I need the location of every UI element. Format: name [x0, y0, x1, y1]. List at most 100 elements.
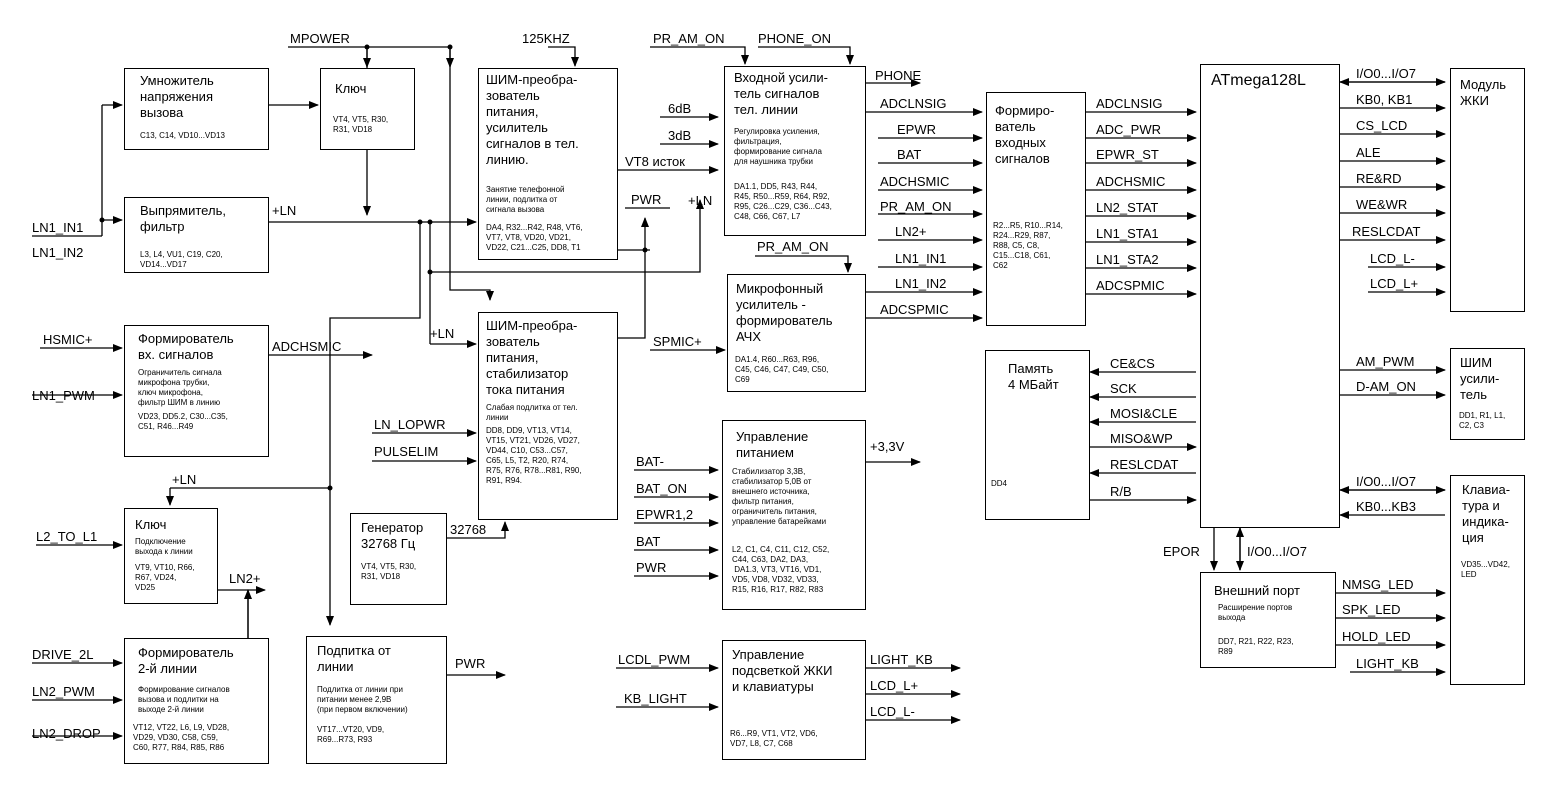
block-title: Выпрямитель, фильтр: [140, 203, 226, 234]
label-ln1in1-left: LN1_IN1: [32, 220, 83, 235]
block-title: Входной усили- тель сигналов тел. линии: [734, 70, 828, 117]
label-io-kb: I/O0...I/O7: [1356, 474, 1416, 489]
label-pr-am-on: PR_AM_ON: [880, 199, 952, 214]
label-hsmic: HSMIC+: [43, 332, 92, 347]
label-sh-adc-pwr: ADC_PWR: [1096, 122, 1161, 137]
block-title: Формирователь вх. сигналов: [138, 331, 234, 362]
block-desc: Слабая подлитка от тел. линии: [486, 403, 578, 422]
block-rectifier: Выпрямитель, фильтр L3, L4, VU1, C19, C2…: [124, 197, 269, 273]
block-parts: VT17...VT20, VD9, R69...R73, R93: [317, 725, 385, 744]
label-ln1-in1: LN1_IN1: [895, 251, 946, 266]
label-vt8: VT8 исток: [625, 154, 685, 169]
block-parts: DD8, DD9, VT13, VT14, VT15, VT21, VD26, …: [486, 426, 582, 485]
block-title: ШИМ-преобра- зователь питания, стабилиза…: [486, 318, 578, 397]
block-parts: R6...R9, VT1, VT2, VD6, VD7, L8, C7, C68: [730, 729, 818, 748]
label-sh-adchsmic: ADCHSMIC: [1096, 174, 1165, 189]
block-parts: VT4, VT5, R30, R31, VD18: [333, 115, 389, 134]
label-lcdlm: LCD_L-: [1370, 251, 1415, 266]
label-adchsmic-out: ADCHSMIC: [272, 339, 341, 354]
block-title: Ключ: [135, 517, 167, 532]
label-rerd: RE&RD: [1356, 171, 1402, 186]
label-plusln-r: +LN: [688, 193, 712, 208]
label-nmsg: NMSG_LED: [1342, 577, 1414, 592]
block-desc: Подлитка от линии при питании менее 2,9В…: [317, 685, 408, 714]
label-ln-lopwr: LN_LOPWR: [374, 417, 446, 432]
block-pwm-amplifier: ШИМ усили- тель DD1, R1, L1, C2, C3: [1450, 348, 1525, 440]
block-key1: Ключ VT4, VT5, R30, R31, VD18: [320, 68, 415, 150]
block-desc: Формирование сигналов вызова и подлитки …: [138, 685, 230, 714]
label-sh-adcspmic: ADCSPMIC: [1096, 278, 1165, 293]
label-phone: PHONE: [875, 68, 922, 83]
block-line-feed: Подпитка от линии Подлитка от линии при …: [306, 636, 447, 764]
block-generator: Генератор 32768 Гц VT4, VT5, R30, R31, V…: [350, 513, 447, 605]
block-title: Клавиа- тура и индика- ция: [1462, 482, 1511, 545]
block-title: Память 4 МБайт: [1008, 361, 1059, 392]
label-spmic: SPMIC+: [653, 334, 702, 349]
label-pwr2: PWR: [636, 560, 666, 575]
label-reslcdat: RESLCDAT: [1352, 224, 1420, 239]
label-rb: R/B: [1110, 484, 1132, 499]
label-pr-am-on-mic: PR_AM_ON: [757, 239, 829, 254]
label-mpower: MPOWER: [290, 31, 350, 46]
block-parts: DD1, R1, L1, C2, C3: [1459, 411, 1506, 430]
label-ln1-in2: LN1_IN2: [895, 276, 946, 291]
block-multiplier: Умножитель напряжения вызова C13, C14, V…: [124, 68, 269, 150]
block-title: Внешний порт: [1214, 583, 1300, 598]
block-title: Генератор 32768 Гц: [361, 520, 424, 551]
block-parts: VD35...VD42, LED: [1461, 560, 1510, 579]
block-parts: VD23, DD5.2, C30...C35, C51, R46...R49: [138, 412, 228, 431]
block-title: Формирователь 2-й линии: [138, 645, 234, 676]
block-parts: VT4, VT5, R30, R31, VD18: [361, 562, 417, 581]
block-title: Модуль ЖКИ: [1460, 77, 1507, 108]
block-parts: L3, L4, VU1, C19, C20, VD14...VD17: [140, 250, 223, 269]
label-spk: SPK_LED: [1342, 602, 1401, 617]
label-3db: 3dB: [668, 128, 691, 143]
label-kb03: KB0...KB3: [1356, 499, 1416, 514]
block-desc: Подключение выхода к линии: [135, 537, 193, 556]
block-parts: DA4, R32...R42, R48, VT6, VT7, VT8, VD20…: [486, 223, 583, 252]
block-desc: Занятие телефонной линии, подлитка от си…: [486, 185, 565, 214]
block-line2-shaper: Формирователь 2-й линии Формирование сиг…: [124, 638, 269, 764]
block-input-shaper: Формиро- ватель входных сигналов R2...R5…: [986, 92, 1086, 326]
block-parts: DA1.1, DD5, R43, R44, R45, R50...R59, R6…: [734, 182, 832, 221]
label-sh-ln1-sta2: LN1_STA2: [1096, 252, 1159, 267]
block-power-control: Управление питанием Стабилизатор 3,3В, с…: [722, 420, 866, 610]
label-reslcdat2: RESLCDAT: [1110, 457, 1178, 472]
label-wewr: WE&WR: [1356, 197, 1407, 212]
block-title: Ключ: [335, 81, 367, 96]
block-title: ATmega128L: [1211, 72, 1306, 89]
label-bat2: BAT: [636, 534, 660, 549]
block-memory: Память 4 МБайт DD4: [985, 350, 1090, 520]
block-key2: Ключ Подключение выхода к линии VT9, VT1…: [124, 508, 218, 604]
label-io-ext: I/O0...I/O7: [1247, 544, 1307, 559]
label-am-pwm: AM_PWM: [1356, 354, 1415, 369]
label-sh-ln2-stat: LN2_STAT: [1096, 200, 1158, 215]
label-l2-to-l1: L2_TO_L1: [36, 529, 97, 544]
block-pwm-converter-1: ШИМ-преобра- зователь питания, усилитель…: [478, 68, 618, 260]
label-pwr-out: PWR: [455, 656, 485, 671]
block-mic-amplifier: Микрофонный усилитель - формирователь АЧ…: [727, 274, 866, 392]
block-title: Подпитка от линии: [317, 643, 391, 674]
label-adclnsig: ADCLNSIG: [880, 96, 946, 111]
block-parts: L2, C1, C4, C11, C12, C52, C44, C63, DA2…: [732, 545, 830, 594]
label-bat: BAT: [897, 147, 921, 162]
block-desc: Стабилизатор 3,3В, стабилизатор 5,0В от …: [732, 467, 827, 526]
block-external-port: Внешний порт Расширение портов выхода DD…: [1200, 572, 1336, 668]
block-title: Умножитель напряжения вызова: [140, 73, 214, 120]
block-parts: VT9, VT10, R66, R67, VD24, VD25: [135, 563, 195, 592]
label-bat-on: BAT_ON: [636, 481, 687, 496]
label-ln2-pwm: LN2_PWM: [32, 684, 95, 699]
label-mosi: MOSI&CLE: [1110, 406, 1178, 421]
label-pr-am-on-top: PR_AM_ON: [653, 31, 725, 46]
block-title: ШИМ-преобра- зователь питания, усилитель…: [486, 72, 579, 167]
label-plusln-key2: +LN: [172, 472, 196, 487]
block-mcu: ATmega128L: [1200, 64, 1340, 528]
label-ln2-drop: LN2_DROP: [32, 726, 101, 741]
label-6db: 6dB: [668, 101, 691, 116]
block-pwm-converter-2: ШИМ-преобра- зователь питания, стабилиза…: [478, 312, 618, 520]
label-adcspmic: ADCSPMIC: [880, 302, 949, 317]
label-sh-adclnsig: ADCLNSIG: [1096, 96, 1162, 111]
label-kb-light: KB_LIGHT: [624, 691, 687, 706]
label-cs-lcd: CS_LCD: [1356, 118, 1407, 133]
